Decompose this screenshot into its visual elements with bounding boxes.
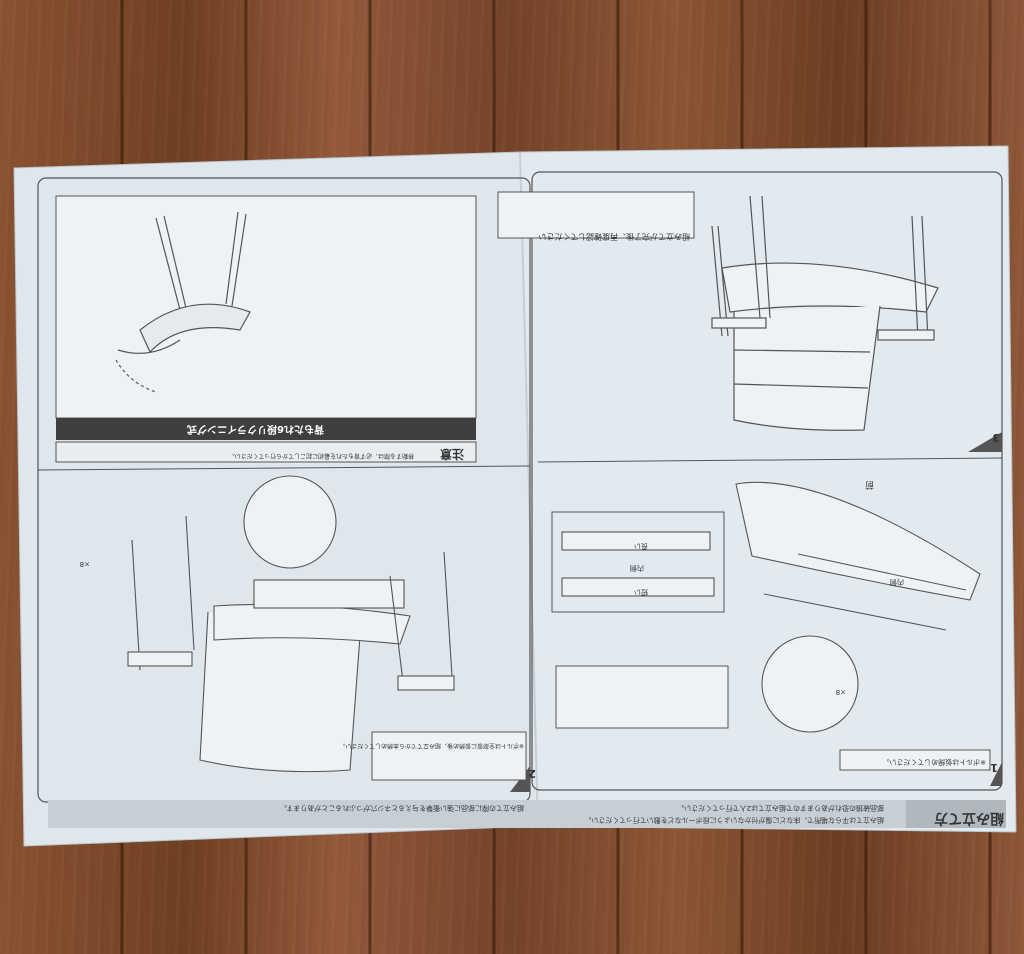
center-fold	[519, 151, 539, 827]
caution-chair-drawing	[115, 211, 251, 393]
label-front-1: 前	[865, 479, 874, 491]
caution-subtitle: 背もたれ6段リクライニング式	[187, 423, 324, 436]
header-bar	[48, 800, 1006, 828]
label-inner-1: 内側	[630, 564, 644, 573]
caution-label-box	[55, 441, 477, 463]
step-2-note-box	[371, 731, 527, 781]
step-3-tab	[968, 432, 1002, 452]
step-3-chair-drawing	[711, 195, 939, 431]
caution-title-bar	[56, 418, 476, 440]
caution-label: 注意	[440, 447, 464, 462]
step-1-note: ※ボルトは仮締めしてください。	[883, 758, 986, 767]
caution-box	[55, 195, 477, 419]
label-long: 長い	[634, 542, 648, 550]
frame-right	[531, 171, 1003, 791]
header-title: 組み立て方	[934, 810, 1004, 827]
step-2-note: ※ボルトは全部仮に仮締め後、組み立てでから本締めしてください。	[339, 742, 524, 750]
step-1-frame-drawing	[561, 481, 981, 733]
label-bolt-count-1: ×8	[836, 688, 846, 696]
step-2-number: 2	[528, 767, 536, 780]
header-bullet-1: 組み立ては平らな場所で、床などに傷が付かないように段ボールなどを敷いて行ってくだ…	[584, 816, 884, 825]
step-3-note-box	[497, 191, 695, 239]
step-3-number: 3	[992, 431, 1000, 444]
step-1-bracket-box	[555, 665, 729, 729]
step-1-parts-box	[551, 511, 725, 613]
step-1-number: 1	[990, 761, 998, 774]
header-bullet-2: 部品破損の恐れがありますので組み立ては2人で行ってください。	[677, 804, 884, 813]
caution-text: 移動する際は、必ず背もたれを最初に起こしてから行ってください。	[229, 452, 414, 460]
step-1-tab	[990, 762, 1002, 786]
step-2-chair-drawing	[127, 475, 455, 773]
step-3-note: 組み立てが完了後、再度確認してください	[538, 232, 690, 242]
header-bullet-3: 組み立ての際に部品に強い衝撃を与えるとネジ穴がつぶれることがあります。	[280, 804, 524, 813]
step-1-note-box	[839, 749, 991, 771]
label-short: 短い	[634, 588, 648, 597]
label-bolt-count-2: ×8	[80, 560, 90, 568]
label-inner-2: 内側	[890, 578, 904, 587]
